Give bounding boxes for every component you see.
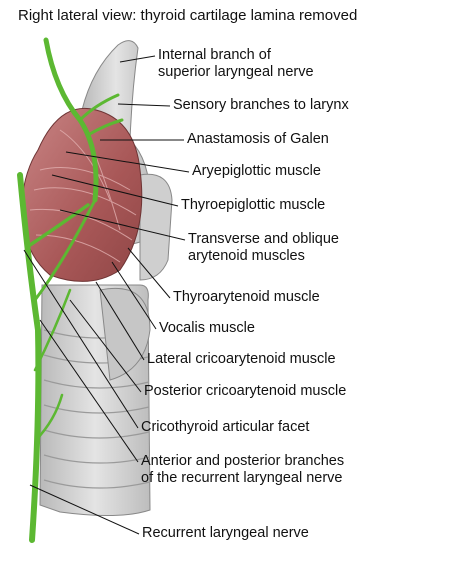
label-11: Cricothyroid articular facet: [141, 419, 309, 436]
leader-line-1: [119, 55, 156, 63]
label-text: Thyroarytenoid muscle: [173, 289, 320, 305]
label-2: Sensory branches to larynx: [173, 97, 349, 114]
label-4: Aryepiglottic muscle: [192, 163, 321, 180]
label-text: Thyroepiglottic muscle: [181, 197, 326, 213]
leader-line-2: [117, 103, 171, 107]
leader-line-7: [127, 247, 171, 299]
label-text-line2: superior laryngeal nerve: [158, 64, 314, 80]
leader-line-9: [95, 281, 145, 361]
label-8: Vocalis muscle: [159, 320, 255, 337]
leader-line-4: [65, 151, 190, 173]
label-10: Posterior cricoarytenoid muscle: [144, 383, 346, 400]
label-9: Lateral cricoarytenoid muscle: [147, 351, 336, 368]
leader-line-5: [51, 174, 179, 207]
label-text: Recurrent laryngeal nerve: [142, 525, 309, 541]
label-text: Transverse and oblique: [188, 231, 339, 247]
leader-line-8: [111, 261, 157, 330]
label-text: Posterior cricoarytenoid muscle: [144, 383, 347, 399]
label-text: Anterior and posterior branches: [141, 453, 345, 469]
leader-lines: [23, 55, 190, 535]
leader-line-12: [39, 319, 139, 463]
label-13: Recurrent laryngeal nerve: [142, 525, 309, 542]
laryngeal-muscles: [21, 107, 143, 282]
label-text: Cricothyroid articular facet: [141, 419, 310, 435]
label-text: Lateral cricoarytenoid muscle: [147, 351, 336, 367]
label-text: Vocalis muscle: [159, 320, 255, 336]
label-text-line2: of the recurrent laryngeal nerve: [141, 470, 343, 486]
label-7: Thyroarytenoid muscle: [173, 289, 320, 306]
leader-line-10: [69, 299, 142, 393]
leader-line-11: [23, 249, 139, 429]
label-text: Anastamosis of Galen: [187, 131, 329, 147]
figure-title: Right lateral view: thyroid cartilage la…: [18, 7, 358, 24]
label-5: Thyroepiglottic muscle: [181, 197, 325, 214]
label-text: Sensory branches to larynx: [173, 97, 349, 113]
nerves: [17, 37, 124, 543]
label-text-line2: arytenoid muscles: [188, 248, 305, 264]
label-3: Anastamosis of Galen: [187, 131, 329, 148]
leader-line-6: [59, 209, 186, 241]
leader-line-13: [29, 484, 140, 535]
label-text: Aryepiglottic muscle: [192, 163, 321, 179]
label-text: Internal branch of: [158, 47, 271, 63]
